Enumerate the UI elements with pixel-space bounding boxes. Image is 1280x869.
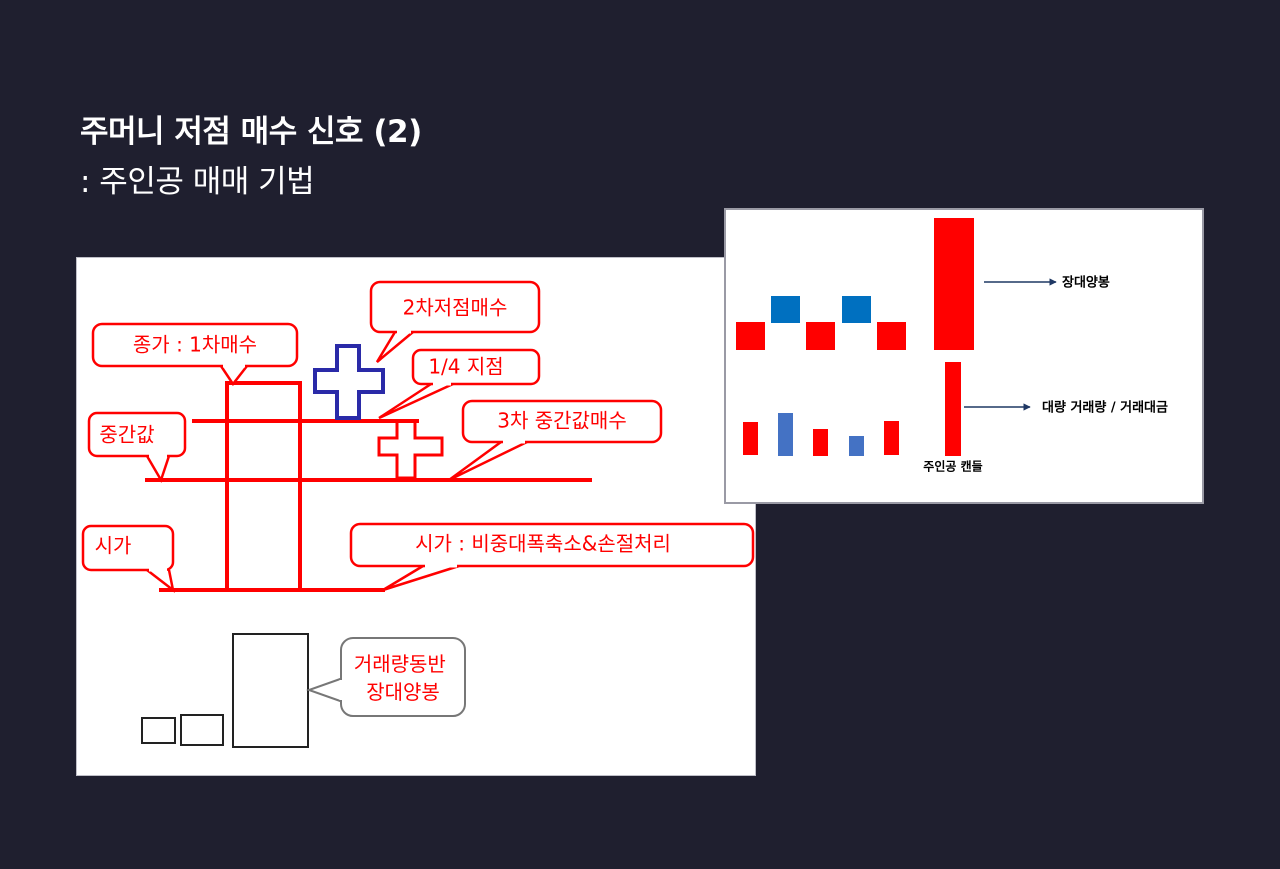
callout-volume-line-1: 거래량동반 [354, 652, 446, 676]
candle-red-1 [736, 322, 765, 350]
candle-long-bull [934, 218, 974, 350]
callout-middle-pointer [145, 455, 171, 484]
callout-volume-pointer [305, 677, 344, 703]
callout-close-pointer [219, 365, 248, 387]
callout-volume-line-2: 장대양봉 [366, 680, 440, 704]
volume-bar-3 [813, 429, 828, 456]
callout-middle-box [87, 411, 187, 458]
callout-second-buy-box [369, 280, 541, 334]
main-candle-diagram: 장대양봉 대량 거래량 / 거래대금 주인공 캔들 [724, 208, 1204, 504]
callout-third-pointer [448, 440, 528, 482]
volume-bar-main [945, 362, 961, 456]
candle-blue-1 [771, 296, 800, 323]
candle-red-2 [806, 322, 835, 350]
callout-open-rule-pointer [382, 564, 460, 592]
callout-quarter-pointer [378, 382, 454, 420]
callout-middle-text: 중간값 [99, 423, 154, 447]
callout-volume-text: 거래량동반 장대양봉 [354, 652, 452, 704]
buy-signal-diagram: 2차저점매수 종가 : 1차매수 1/4 지점 중간값 3차 중간값매수 [76, 257, 756, 776]
main-candle-label: 주인공 캔들 [923, 459, 982, 474]
callout-third-text: 3차 중간값매수 [497, 409, 626, 433]
buy-signal-diagram-svg: 2차저점매수 종가 : 1차매수 1/4 지점 중간값 3차 중간값매수 [81, 280, 755, 748]
volume-bar-2 [778, 413, 793, 456]
slide-title: 주머니 저점 매수 신호 (2) [80, 114, 422, 150]
candle-blue-2 [842, 296, 871, 323]
callout-open-text: 시가 [95, 534, 132, 558]
big-volume-label: 대량 거래량 / 거래대금 [1042, 401, 1168, 416]
callout-third-box [461, 399, 663, 444]
main-candle-diagram-svg: 장대양봉 대량 거래량 / 거래대금 주인공 캔들 [736, 218, 1168, 474]
volume-box-small-2 [180, 714, 224, 746]
volume-box-small-1 [141, 717, 176, 744]
callout-quarter-text: 1/4 지점 [428, 355, 503, 379]
callout-close-box [91, 322, 299, 368]
candle-red-3 [877, 322, 906, 350]
volume-bar-5 [884, 421, 899, 455]
main-candle-body [225, 381, 302, 592]
slide-subtitle: : 주인공 매매 기법 [80, 164, 315, 200]
callout-second-buy-pointer [375, 331, 414, 363]
callout-open-pointer [146, 569, 175, 594]
callout-open-box [81, 524, 175, 572]
long-bull-label: 장대양봉 [1062, 275, 1110, 291]
callout-second-buy-text: 2차저점매수 [403, 296, 508, 320]
callout-volume-box [340, 637, 466, 717]
volume-bar-1 [743, 422, 758, 455]
volume-bar-4 [849, 436, 864, 456]
callout-close-text: 종가 : 1차매수 [133, 333, 257, 357]
volume-box-large [232, 633, 309, 748]
callout-open-rule-box [349, 522, 755, 568]
callout-open-rule-text: 시가 : 비중대폭축소&손절처리 [415, 532, 671, 556]
second-buy-cross-icon [313, 344, 385, 420]
third-buy-cross-icon [377, 419, 444, 480]
callout-quarter-box [411, 348, 541, 386]
